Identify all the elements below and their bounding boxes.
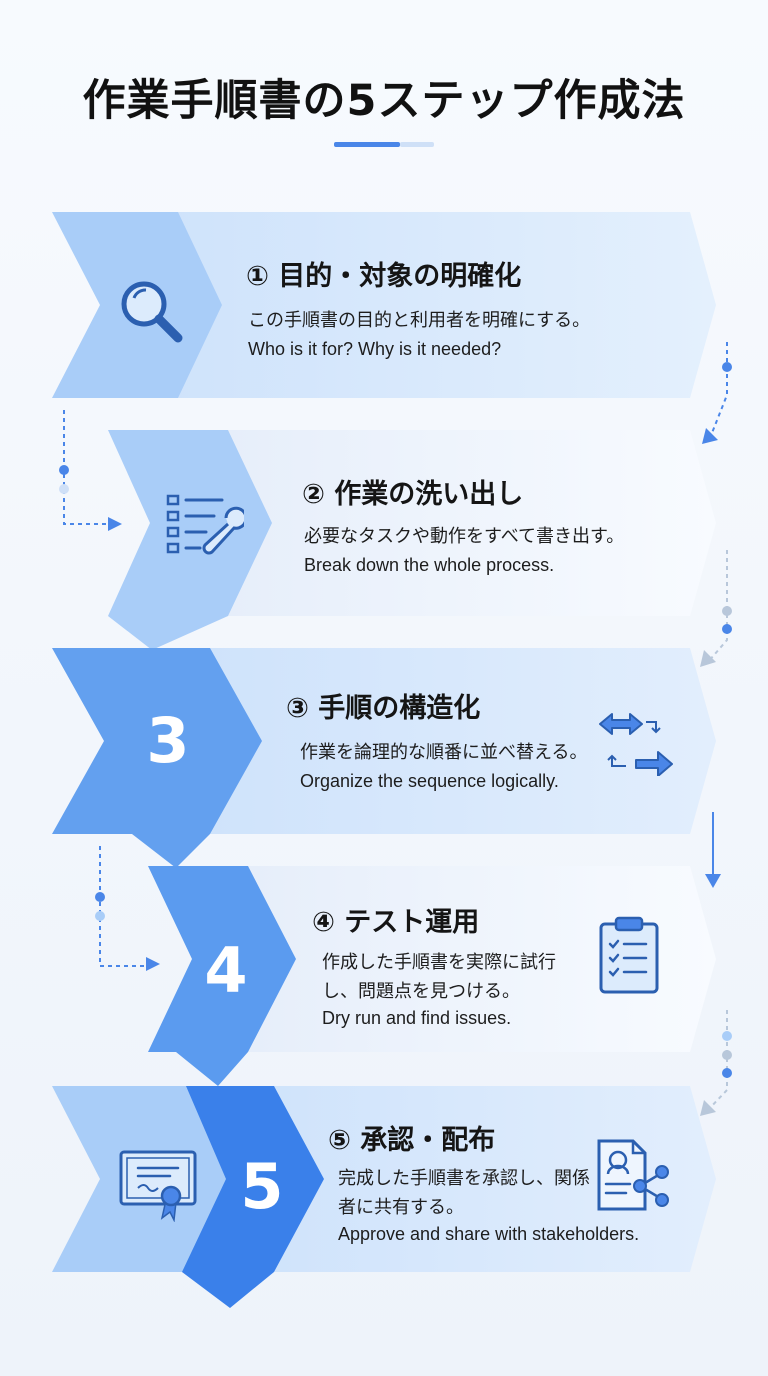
step-3-shapes	[52, 648, 716, 868]
magnifier-icon	[121, 281, 183, 343]
step-3-desc-en: Organize the sequence logically.	[300, 771, 559, 791]
step-3-number: 3	[146, 704, 190, 777]
step-4-number: 4	[204, 934, 248, 1007]
document-share-icon	[597, 1139, 669, 1211]
step-2-desc-ja: 必要なタスクや動作をすべて書き出す。	[304, 526, 625, 547]
title-underline-light	[400, 142, 434, 147]
certificate-icon	[119, 1150, 197, 1222]
step-4: 4 ④ テスト運用 作成した手順書を実際に試行し、問題点を見つける。 Dry r…	[0, 864, 768, 1094]
step-5-panel	[250, 1086, 716, 1272]
step-3-panel	[210, 648, 716, 834]
step-4-shapes	[148, 866, 716, 1086]
step-4-desc-en: Dry run and find issues.	[322, 1008, 512, 1028]
step-4-desc-ja: 作成した手順書を実際に試行し、問題点を見つける。	[322, 952, 556, 1002]
step-5-number: 5	[240, 1150, 284, 1223]
clipboard-checklist-icon	[599, 916, 659, 994]
step-1-heading: ① 目的・対象の明確化	[246, 261, 522, 292]
step-2: ② 作業の洗い出し 必要なタスクや動作をすべて書き出す。 Break down …	[0, 428, 768, 658]
step-5-desc-ja: 完成した手順書を承認し、関係者に共有する。	[338, 1168, 590, 1218]
step-1-panel	[170, 212, 716, 398]
step-3-heading: ③ 手順の構造化	[286, 693, 481, 724]
step-4-panel	[248, 866, 716, 1052]
step-4-chevron	[148, 866, 296, 1086]
step-2-chevron	[108, 430, 272, 650]
step-3-desc-ja: 作業を論理的な順番に並べ替える。	[300, 742, 588, 763]
step-1-desc-en: Who is it for? Why is it needed?	[248, 339, 502, 359]
step-3-chevron	[52, 648, 262, 868]
step-4-heading: ④ テスト運用	[312, 907, 480, 938]
step-2-heading: ② 作業の洗い出し	[302, 479, 524, 510]
step-2-desc-en: Break down the whole process.	[304, 555, 555, 575]
reorder-arrows-icon	[599, 713, 673, 776]
step-5-shapes	[52, 1086, 716, 1308]
step-1-desc-ja: この手順書の目的と利用者を明確にする。	[248, 310, 591, 331]
step-5-desc-en: Approve and share with stakeholders.	[338, 1224, 640, 1244]
step-5-chevron	[182, 1086, 324, 1308]
step-5-heading: ⑤ 承認・配布	[328, 1125, 496, 1156]
title-underline	[334, 142, 400, 147]
checklist-wrench-icon	[166, 494, 244, 555]
step-2-panel	[220, 430, 716, 616]
step-3: 3 ③ 手順の構造化 作業を論理的な順番に並べ替える。 Organize the…	[0, 646, 768, 876]
step-2-shapes	[108, 430, 716, 650]
step-5: 5 ⑤ 承認・配布 完成した手順書を承認し、関係者に共有する。 Approve …	[0, 1084, 768, 1314]
step-1: ① 目的・対象の明確化 この手順書の目的と利用者を明確にする。 Who is i…	[0, 210, 768, 400]
page-title: 作業手順書の5ステップ作成法	[82, 76, 686, 126]
